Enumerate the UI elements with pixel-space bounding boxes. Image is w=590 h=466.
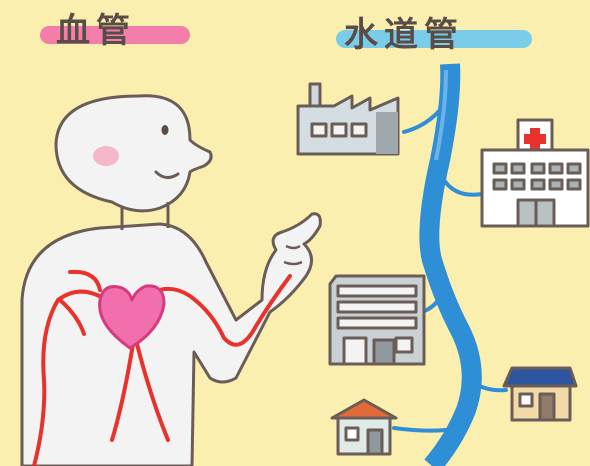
human-figure (20, 94, 322, 466)
hospital-icon (480, 118, 590, 228)
house-icon-right (502, 366, 578, 422)
house-icon-bottom (330, 398, 398, 456)
blue-highlight (336, 30, 532, 48)
smile (154, 170, 180, 179)
eye (161, 125, 169, 135)
cheek (93, 146, 119, 166)
office-building-icon (328, 274, 426, 366)
water-pipe-title: 水道管 (344, 15, 464, 55)
heart-icon (98, 284, 166, 350)
blood-vessels (32, 269, 292, 466)
pink-highlight (40, 26, 190, 44)
blood-vessel-title: 血管 (56, 11, 136, 51)
water-pipe (392, 63, 508, 466)
factory-icon (296, 82, 400, 156)
